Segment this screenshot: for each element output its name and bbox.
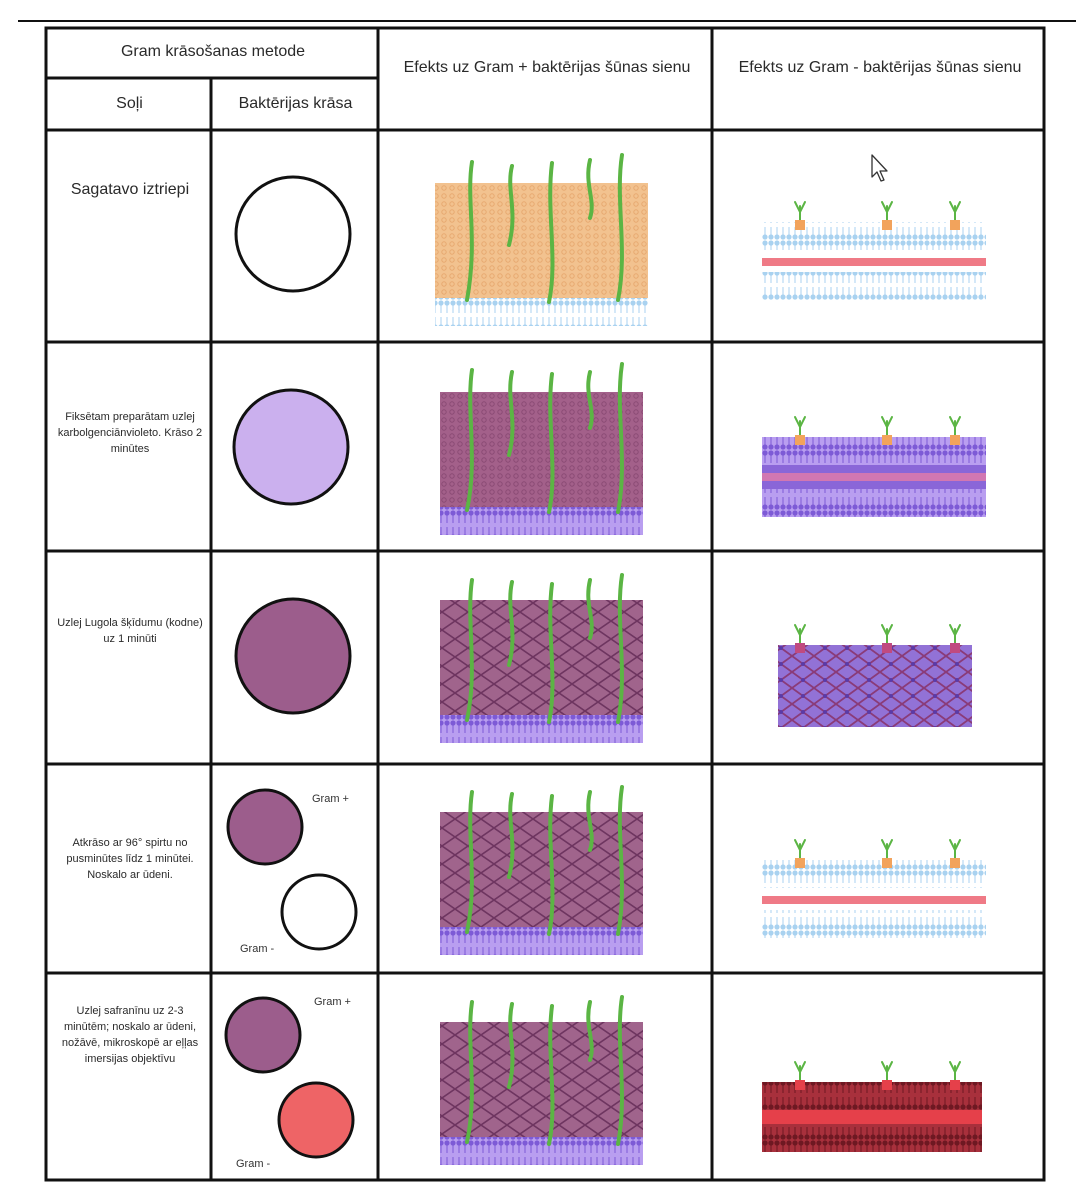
row4-gram-neg-label: Gram - <box>240 943 275 955</box>
step-3-text: Uzlej Lugola šķīdumu (kodne) uz 1 minūti <box>57 617 203 645</box>
row4-gram-pos-label: Gram + <box>312 793 349 805</box>
step-2-text: Fiksētam preparātam uzlej karbolgenciānv… <box>57 411 203 455</box>
row4-gram-neg-circle <box>280 873 358 951</box>
row1-cell-circle <box>234 175 352 293</box>
row4-gram-pos-wall <box>440 812 643 955</box>
row4-gram-pos-circle <box>226 788 304 866</box>
teichoic-strands-row5 <box>465 995 624 1146</box>
row5-gram-pos-label: Gram + <box>314 996 351 1008</box>
row5-gram-pos-circle <box>224 996 302 1074</box>
row2-cell-circle <box>232 388 350 506</box>
row1-gram-pos-wall <box>435 183 648 326</box>
col-gram-neg-header: Efekts uz Gram - baktērijas šūnas sienu <box>738 59 1022 76</box>
step-5-text: Uzlej safranīnu uz 2-3 minūtēm; noskalo … <box>61 1005 199 1065</box>
row3-gram-pos-wall <box>440 600 643 743</box>
table-lines <box>44 26 1046 1182</box>
mouse-cursor-icon <box>871 154 888 182</box>
step-4-text: Atkrāso ar 96° spirtu no pusminūtes līdz… <box>66 837 194 881</box>
col-steps-header: Soļi <box>116 95 143 112</box>
row3-gram-neg-wall <box>778 645 972 727</box>
row2-gram-pos-wall <box>440 392 643 535</box>
teichoic-strands-row2 <box>465 362 624 514</box>
row4-gram-neg-wall <box>762 860 986 938</box>
teichoic-strands-row3 <box>465 573 624 724</box>
method-title: Gram krāsošanas metode <box>120 43 306 60</box>
lps-anchors <box>795 220 960 1090</box>
step-1-text: Sagatavo iztriepi <box>70 181 190 198</box>
teichoic-strands-row4 <box>465 785 624 936</box>
row3-cell-circle <box>234 597 352 715</box>
teichoic-strands-row1 <box>465 153 624 304</box>
row2-gram-neg-wall <box>762 437 986 517</box>
row5-gram-neg-circle <box>277 1081 355 1159</box>
row5-gram-neg-wall <box>762 1082 982 1152</box>
row1-gram-neg-wall <box>762 222 986 300</box>
top-rule <box>18 20 1076 22</box>
col-color-header: Baktērijas krāsa <box>238 95 353 112</box>
col-gram-pos-header: Efekts uz Gram + baktērijas šūnas sienu <box>403 59 691 76</box>
row5-gram-pos-wall <box>440 1022 643 1165</box>
lps-sprouts <box>794 201 961 1083</box>
row5-gram-neg-label: Gram - <box>236 1158 271 1170</box>
